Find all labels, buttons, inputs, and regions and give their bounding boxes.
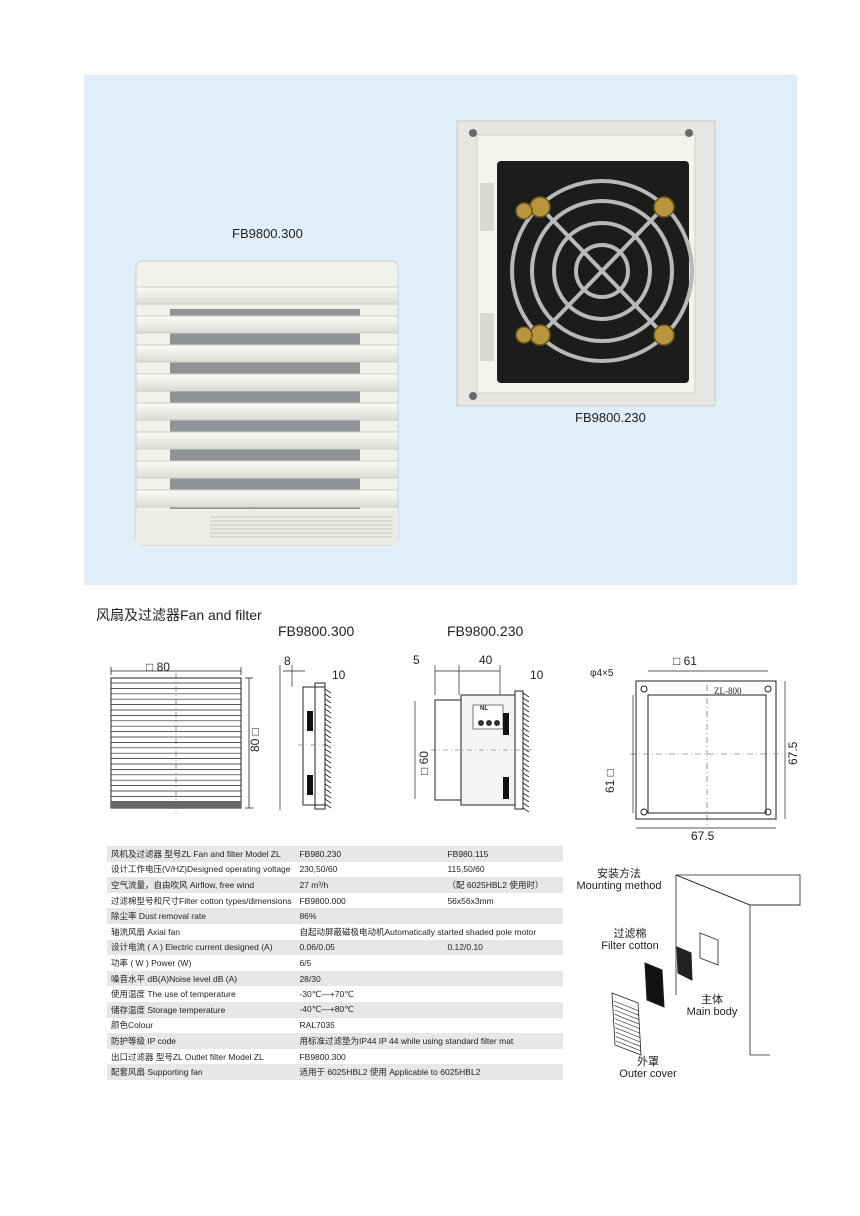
drawing-model-left: FB9800.300 (278, 623, 355, 639)
mounting-cutout-view (630, 670, 786, 829)
spec-value: FB980.230 (295, 846, 444, 862)
filter-front-view (110, 667, 253, 815)
outer-cover-label: 外罩 Outer cover (612, 1056, 684, 1080)
spec-label: 风机及过滤器 型号ZL Fan and filter Model ZL (107, 846, 296, 862)
spec-label: 使用温度 The use of temperature (107, 986, 296, 1002)
dim-fan-height: □ 60 (417, 751, 431, 775)
spec-value-2 (443, 908, 563, 924)
dim-fan-b: 40 (479, 653, 493, 667)
spec-value-2: （配 6025HBL2 使用时） (443, 877, 563, 893)
spec-value-2 (443, 970, 563, 987)
spec-row: 储存温度 Storage temperature-40℃—+80℃ (107, 1001, 563, 1018)
technical-drawings (110, 665, 786, 829)
spec-row: 使用温度 The use of temperature-30℃—+70℃ (107, 986, 563, 1002)
dim-cut-bottom: 67.5 (691, 829, 715, 843)
outer-cover-cn: 外罩 (637, 1056, 659, 1068)
spec-value-2: 56x56x3mm (443, 892, 563, 909)
fan-terminal-label: NL (480, 706, 488, 712)
dim-fan-a: 5 (413, 653, 420, 667)
spec-value: 0.06/0.05 (295, 939, 444, 956)
spec-value: -30℃—+70℃ (295, 986, 444, 1002)
spec-value: FB9800.300 (295, 1048, 444, 1065)
spec-label: 噪音水平 dB(A)Noise level dB (A) (107, 970, 296, 987)
mounting-diagram (611, 874, 801, 1056)
spec-value-2: 115,50/60 (443, 861, 563, 878)
spec-value-2: FB980.115 (443, 846, 563, 862)
mount-title-cn: 安装方法 (597, 868, 641, 880)
spec-value-2 (443, 1001, 563, 1018)
drawing-model-right: FB9800.230 (447, 623, 524, 639)
fan-unit-image (456, 120, 716, 407)
outer-cover-en: Outer cover (619, 1068, 677, 1080)
dim-side-frame: 10 (332, 668, 346, 682)
spec-label: 颜色Colour (107, 1017, 296, 1034)
dim-side-depth: 8 (284, 654, 291, 668)
spec-label: 过滤棉型号和尺寸Filter cotton types/dimensions (107, 892, 296, 909)
spec-value: 自起动屏蔽磁极电动机Automatically started shaded p… (295, 923, 563, 940)
filter-product-label: FB9800.300 (232, 226, 303, 241)
filter-cotton-label: 过滤棉 Filter cotton (590, 928, 670, 952)
spec-row: 设计电流 ( A ) Electric current designed (A)… (107, 939, 563, 956)
spec-label: 出口过滤器 型号ZL Outlet filter Model ZL (107, 1048, 296, 1065)
main-body-label: 主体 Main body (680, 994, 744, 1018)
spec-value-2 (443, 1017, 563, 1034)
filter-grille-image (135, 260, 399, 546)
dim-cut-width: □ 61 (673, 654, 697, 668)
spec-value: RAL7035 (295, 1017, 444, 1034)
spec-label: 防护等级 IP code (107, 1033, 296, 1049)
spec-value-2 (443, 1048, 563, 1065)
cut-tag: ZL-800 (714, 686, 742, 696)
dim-fan-c: 10 (530, 668, 544, 682)
dim-front-width: □ 80 (146, 660, 170, 674)
spec-value-2 (443, 955, 563, 971)
spec-label: 设计电流 ( A ) Electric current designed (A) (107, 939, 296, 956)
main-body-cn: 主体 (701, 994, 723, 1006)
spec-label: 功率 ( W ) Power (W) (107, 955, 296, 971)
spec-value: 27 m³/h (295, 877, 444, 893)
spec-value: 适用于 6025HBL2 使用 Applicable to 6025HBL2 (295, 1064, 563, 1080)
section-title: 风扇及过滤器Fan and filter (96, 607, 262, 623)
spec-value: 28/30 (295, 970, 444, 987)
spec-value: 230,50/60 (295, 861, 444, 878)
spec-label: 配套风扇 Supporting fan (107, 1064, 296, 1080)
spec-row: 噪音水平 dB(A)Noise level dB (A)28/30 (107, 970, 563, 987)
spec-value-2: 0.12/0.10 (443, 939, 563, 956)
dim-cut-height: 61 □ (603, 769, 617, 793)
dim-front-height: 80 □ (248, 728, 262, 752)
fan-side-view (414, 665, 535, 813)
fan-product-label: FB9800.230 (575, 410, 646, 425)
dim-cut-holes: φ4×5 (590, 668, 614, 679)
dim-cut-right: 67.5 (786, 741, 800, 765)
spec-value: 6/5 (295, 955, 444, 971)
spec-label: 储存温度 Storage temperature (107, 1001, 296, 1018)
mount-title: 安装方法 Mounting method (576, 868, 662, 892)
main-body-en: Main body (686, 1006, 738, 1018)
spec-value: 86% (295, 908, 444, 924)
spec-label: 除尘率 Dust removal rate (107, 908, 296, 924)
filter-cotton-cn: 过滤棉 (613, 928, 647, 940)
spec-value: FB9800.000 (295, 892, 444, 909)
spec-value: 用标准过滤垫为IP44 IP 44 while using standard f… (295, 1033, 563, 1049)
spec-label: 空气流量，自由吹风 Airflow, free wind (107, 877, 296, 893)
spec-value: -40℃—+80℃ (295, 1001, 444, 1018)
filter-side-view (279, 665, 335, 810)
mount-title-en: Mounting method (576, 880, 662, 892)
spec-label: 轴流风扇 Axial fan (107, 923, 296, 940)
spec-label: 设计工作电压(V/HZ)Designed operating voltage (107, 861, 296, 878)
product-photo-panel: FB9800.300 FB9800.230 (84, 75, 797, 585)
spec-value-2 (443, 986, 563, 1002)
spec-row: 功率 ( W ) Power (W)6/5 (107, 955, 563, 971)
filter-cotton-en: Filter cotton (601, 940, 659, 952)
